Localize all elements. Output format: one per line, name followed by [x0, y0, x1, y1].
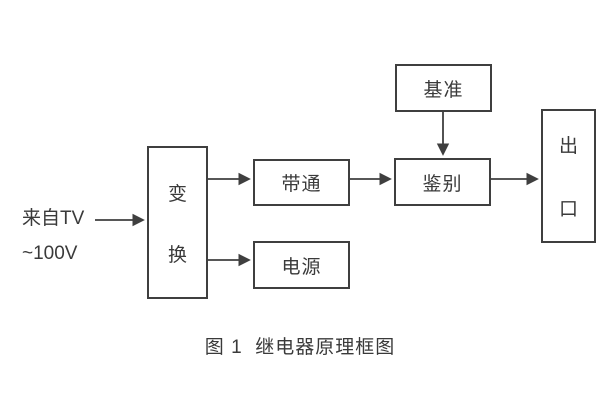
bandpass-block: 带通 [253, 159, 350, 206]
bandpass-block-label: 带通 [281, 174, 322, 195]
outlet-block: 出口 [541, 109, 596, 243]
figure-caption: 图 1 继电器原理框图 [204, 337, 396, 358]
discriminator-block-label: 鉴别 [422, 173, 463, 195]
source-label: 来自TV ~100V [22, 201, 84, 271]
source-label-line1: 来自TV [22, 208, 85, 229]
outlet-block-label: 出口 [558, 136, 578, 220]
power-block-label: 电源 [281, 256, 322, 278]
transform-block: 变换 [147, 146, 208, 299]
power-block: 电源 [253, 241, 350, 289]
reference-block: 基准 [395, 64, 492, 112]
reference-block-label: 基准 [423, 79, 464, 101]
discriminator-block: 鉴别 [394, 158, 491, 206]
source-label-line2: ~100V [22, 243, 78, 264]
transform-block-label: 变换 [167, 183, 187, 266]
